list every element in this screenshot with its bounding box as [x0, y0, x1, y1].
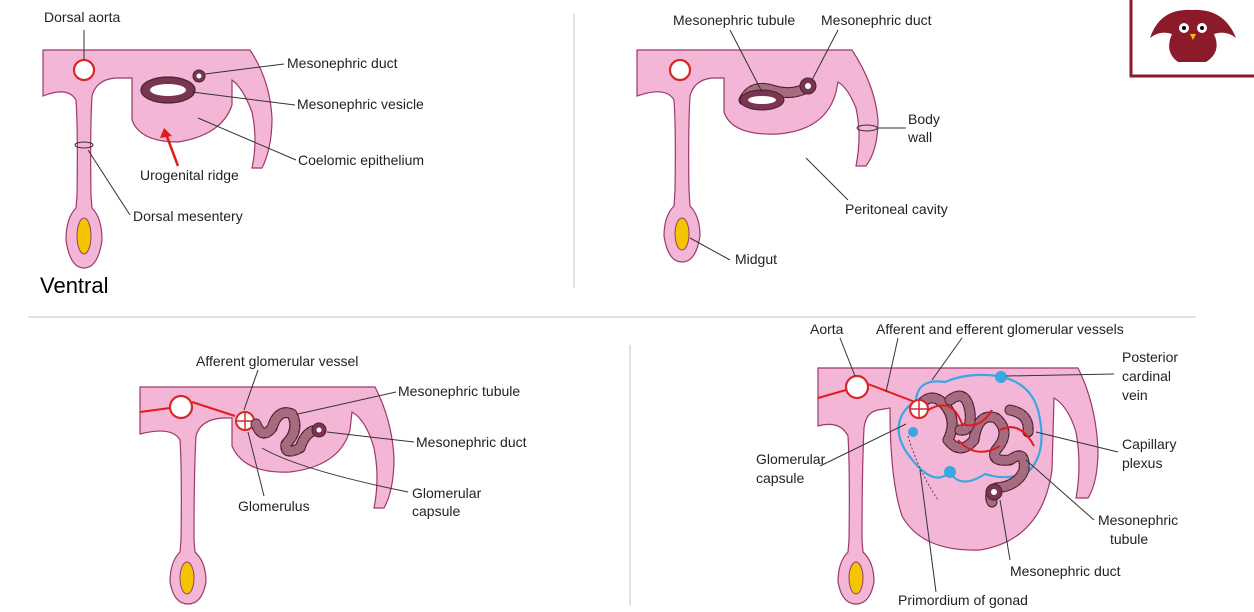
cardinal-vein-loop — [897, 373, 1043, 483]
label-mesonephric-tubule: Mesonephric tubule — [673, 12, 795, 28]
leader — [297, 391, 397, 415]
label-posterior: Posterior — [1122, 349, 1178, 365]
cardinal-vein-node — [995, 371, 1007, 383]
tubule-texture — [251, 408, 323, 456]
label-glomerular: Glomerular — [756, 451, 826, 467]
tubule-body-lumen — [748, 96, 776, 104]
tubule-texture — [913, 393, 1029, 507]
gut-lumen — [76, 217, 92, 255]
leader — [191, 91, 296, 106]
owl-pupil — [1200, 26, 1204, 30]
panel-urogenital-ridge: Dorsal aorta Mesonephric duct Mesonephri… — [40, 9, 424, 298]
leader — [839, 337, 856, 377]
label-afferent-vessel: Afferent glomerular vessel — [196, 353, 358, 369]
leader — [261, 447, 409, 493]
label-mesonephric: Mesonephric — [1098, 512, 1178, 528]
label-mesonephric-duct: Mesonephric duct — [821, 12, 932, 28]
gonad-primordium — [907, 435, 939, 501]
midgut-lumen — [674, 217, 690, 251]
aorta-vessel — [168, 394, 194, 420]
artery-line — [817, 383, 916, 403]
leader — [204, 63, 285, 75]
duct-lumen — [805, 83, 811, 89]
label-mesonephric-vesicle: Mesonephric vesicle — [297, 96, 424, 112]
leader — [243, 369, 259, 411]
leader — [247, 431, 265, 497]
label-body: Body — [908, 111, 940, 127]
label-mesonephric-tubule: Mesonephric tubule — [398, 383, 520, 399]
leader — [1035, 431, 1119, 453]
leader — [1005, 373, 1115, 377]
leader — [999, 499, 1011, 561]
vein-node — [944, 466, 956, 478]
vein-node — [908, 427, 918, 437]
label-capsule: capsule — [756, 470, 804, 486]
label-midgut: Midgut — [735, 251, 777, 267]
red-arrowhead — [160, 128, 172, 138]
label-primordium-gonad: Primordium of gonad — [898, 592, 1028, 608]
label-mesonephric-duct: Mesonephric duct — [1010, 563, 1121, 579]
owl-logo — [1129, 0, 1254, 78]
leader — [885, 337, 899, 393]
leader — [1025, 459, 1095, 521]
body-wall-shape — [636, 49, 879, 263]
label-glomerular: Glomerular — [412, 485, 482, 501]
gut-lumen — [179, 561, 195, 595]
label-urogenital-ridge: Urogenital ridge — [140, 167, 239, 183]
glomerulus-capillaries — [237, 413, 253, 429]
tubule-texture — [945, 391, 1033, 437]
leader — [87, 149, 131, 216]
label-vein: vein — [1122, 387, 1148, 403]
label-capillary: Capillary — [1122, 436, 1176, 452]
leader — [931, 337, 963, 381]
duct-lumen — [196, 73, 202, 79]
label-cardinal: cardinal — [1122, 368, 1171, 384]
owl-pupil — [1182, 26, 1186, 30]
capillary-plexus — [927, 404, 1035, 453]
panel-glomerulus: Afferent glomerular vessel Mesonephric t… — [139, 353, 527, 605]
panel-mesonephric-tubule: Mesonephric tubule Mesonephric duct Body… — [636, 12, 948, 267]
aorta-vessel — [844, 374, 870, 400]
panel-mature-mesonephros: Aorta Afferent and efferent glomerular v… — [756, 321, 1178, 608]
label-peritoneal-cavity: Peritoneal cavity — [845, 201, 948, 217]
leader — [811, 29, 839, 81]
label-plexus: plexus — [1122, 455, 1162, 471]
body-wall-shape — [139, 386, 395, 605]
label-wall: wall — [907, 129, 932, 145]
leader — [819, 423, 907, 467]
label-mesonephric-duct: Mesonephric duct — [287, 55, 398, 71]
vesicle-lumen — [150, 84, 186, 96]
duct-lumen — [991, 489, 997, 495]
owl-beak — [1190, 34, 1196, 40]
red-arrow — [164, 133, 180, 167]
label-aff-eff-vessels: Afferent and efferent glomerular vessels — [876, 321, 1124, 337]
gut-lumen — [848, 561, 864, 595]
label-dorsal-mesentery: Dorsal mesentery — [133, 208, 243, 224]
label-tubule: tubule — [1110, 531, 1148, 547]
label-capsule: capsule — [412, 503, 460, 519]
leader — [326, 431, 415, 443]
leader — [689, 237, 731, 261]
mesentery-ring — [74, 141, 94, 149]
leader — [805, 157, 849, 201]
leader — [919, 469, 937, 593]
duct-lumen — [316, 427, 322, 433]
label-coelomic-epithelium: Coelomic epithelium — [298, 152, 424, 168]
label-glomerulus: Glomerulus — [238, 498, 310, 514]
dorsal-aorta-vessel — [668, 58, 692, 82]
leader — [729, 29, 763, 93]
dorsal-aorta-vessel — [72, 58, 96, 82]
glomerulus-capillaries — [911, 401, 927, 417]
label-ventral: Ventral — [40, 273, 109, 298]
body-wall-shape — [42, 49, 273, 269]
artery-line — [139, 401, 236, 417]
leader — [197, 117, 297, 161]
label-mesonephric-duct: Mesonephric duct — [416, 434, 527, 450]
label-aorta: Aorta — [810, 321, 844, 337]
label-dorsal-aorta: Dorsal aorta — [44, 9, 120, 25]
